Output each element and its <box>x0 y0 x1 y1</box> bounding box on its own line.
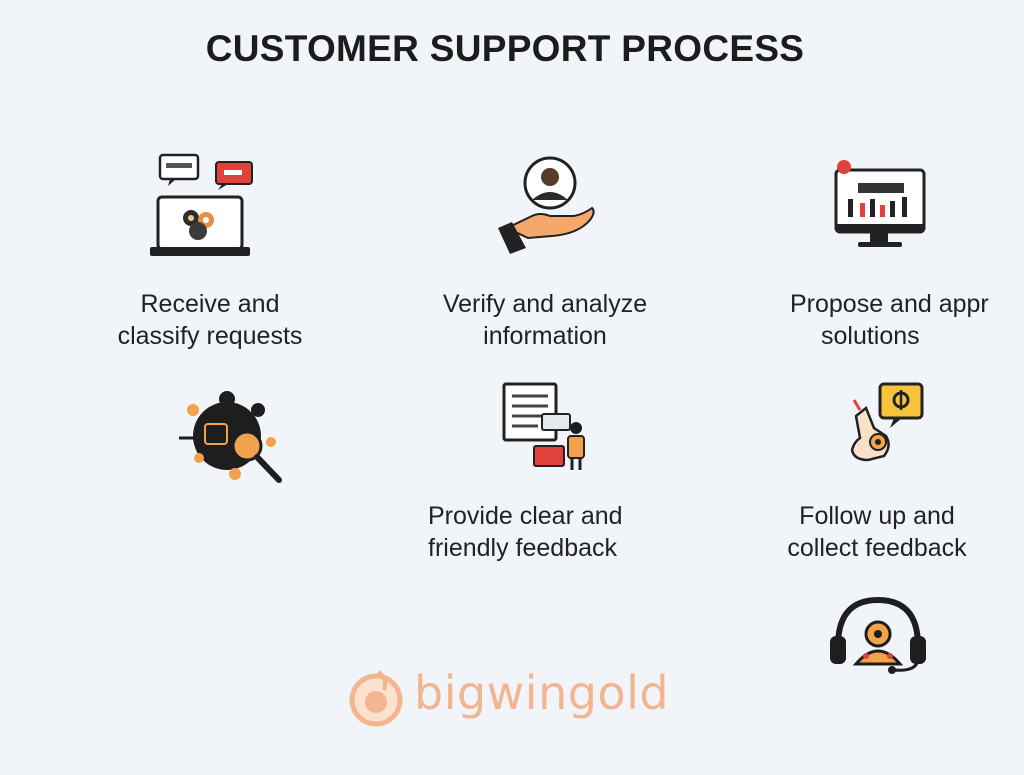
hand-speech-icon <box>838 380 933 470</box>
step-provide-feedback: Provide clear and friendly feedback <box>405 500 675 564</box>
step-line-1: Verify and analyze <box>442 290 648 318</box>
step-verify-analyze: Verify and analyze information <box>405 288 685 352</box>
step-line-1: Provide clear and <box>428 502 623 530</box>
step-receive-classify: Receive and classify requests <box>90 288 330 352</box>
step-line-1: Follow up and <box>799 502 955 530</box>
document-feedback-icon <box>498 380 590 472</box>
step-line-2: information <box>483 322 607 350</box>
step-line-2: solutions <box>821 322 920 350</box>
page-title: CUSTOMER SUPPORT PROCESS <box>205 28 805 69</box>
brand-logo: bigwingold <box>348 664 678 734</box>
step-follow-up: Follow up and collect feedback <box>762 500 992 564</box>
hand-user-icon <box>492 150 602 260</box>
step-line-1: Receive and <box>140 290 280 318</box>
magnifier-gear-icon <box>175 390 290 490</box>
step-line-2: classify requests <box>117 322 303 350</box>
step-line-1: Propose and appr <box>790 290 989 318</box>
logo-text: bigwingold <box>414 666 670 720</box>
laptop-chat-icon <box>148 150 258 260</box>
logo-mark-icon <box>349 670 403 727</box>
step-line-2: collect feedback <box>787 534 967 562</box>
step-line-2: friendly feedback <box>428 534 618 562</box>
monitor-chart-icon <box>830 155 935 255</box>
step-propose-solutions: Propose and appr solutions <box>780 288 1024 352</box>
headset-support-icon <box>824 592 934 678</box>
